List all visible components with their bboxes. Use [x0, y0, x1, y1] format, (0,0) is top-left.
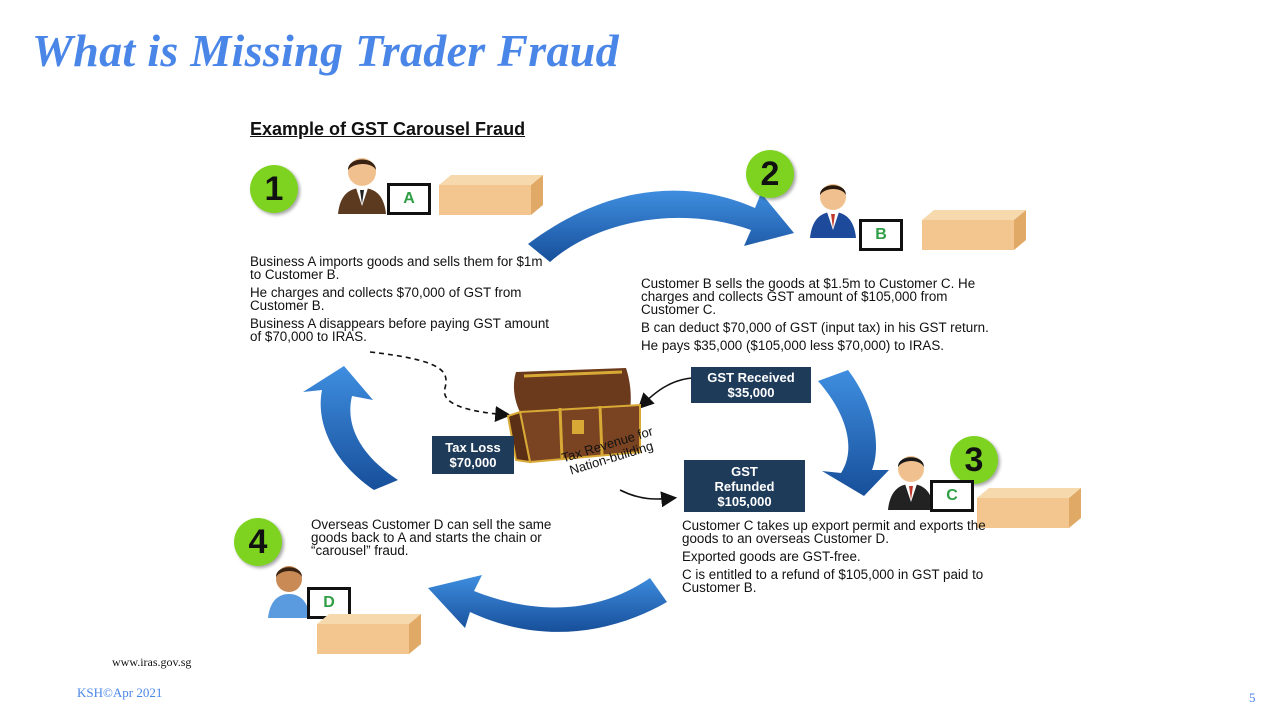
step-2-badge: 2	[746, 150, 794, 198]
source-url: www.iras.gov.sg	[112, 655, 192, 669]
tax-loss-box: Tax Loss $70,000	[432, 436, 514, 474]
copyright: KSH©Apr 2021	[77, 685, 163, 700]
gst-refunded-amount: $105,000	[717, 493, 772, 509]
page-number: 5	[1249, 690, 1256, 705]
step-4-text: Overseas Customer D can sell the same go…	[311, 518, 591, 562]
step-4-paragraph: Overseas Customer D can sell the same go…	[311, 517, 552, 558]
step-1-paragraph: Business A disappears before paying GST …	[250, 316, 549, 344]
step-4-badge: 4	[234, 518, 282, 566]
tax-loss-amount: $70,000	[449, 455, 497, 470]
goods-box-b-icon	[922, 210, 1026, 250]
dashed-arrow-to-chest	[369, 351, 512, 422]
customer-c-label: C	[930, 480, 974, 512]
step-2-paragraph: He pays $35,000 ($105,000 less $70,000) …	[641, 338, 944, 353]
gst-received-box: GST Received $35,000	[691, 367, 811, 403]
goods-box-a-icon	[439, 175, 543, 215]
flow-arrow-c-to-d	[428, 575, 667, 632]
tax-loss-label: Tax Loss	[445, 440, 501, 455]
step-2-text: Customer B sells the goods at $1.5m to C…	[641, 277, 1001, 357]
businessman-b-icon	[810, 184, 856, 238]
person-d-icon	[268, 566, 310, 618]
step-1-text: Business A imports goods and sells them …	[250, 255, 550, 348]
step-3-text: Customer C takes up export permit and ex…	[682, 519, 1002, 599]
step-3-paragraph: C is entitled to a refund of $105,000 in…	[682, 567, 984, 595]
flow-arrow-d-to-a	[303, 366, 398, 490]
step-3-paragraph: Exported goods are GST-free.	[682, 549, 861, 564]
gst-refunded-label: Refunded	[714, 478, 775, 494]
goods-box-c-icon	[977, 488, 1081, 528]
business-a-label: A	[387, 183, 431, 215]
gst-received-amount: $35,000	[727, 385, 775, 400]
step-1-paragraph: He charges and collects $70,000 of GST f…	[250, 285, 522, 313]
goods-box-d-icon	[317, 614, 421, 654]
flow-arrow-a-to-b	[528, 190, 794, 262]
step-3-badge: 3	[950, 436, 998, 484]
step-1-badge: 1	[250, 165, 298, 213]
slide-title: What is Missing Trader Fraud	[32, 25, 619, 76]
flow-arrow-b-to-c	[818, 370, 889, 496]
step-1-paragraph: Business A imports goods and sells them …	[250, 254, 543, 282]
diagram-subtitle: Example of GST Carousel Fraud	[250, 119, 526, 139]
step-2-paragraph: Customer B sells the goods at $1.5m to C…	[641, 276, 976, 317]
businessman-c-icon	[888, 456, 934, 510]
gst-refunded-label: GST	[731, 463, 758, 479]
customer-b-label: B	[859, 219, 903, 251]
gst-received-label: GST Received	[707, 370, 795, 385]
step-2-paragraph: B can deduct $70,000 of GST (input tax) …	[641, 320, 989, 335]
step-3-paragraph: Customer C takes up export permit and ex…	[682, 518, 986, 546]
treasure-chest-icon	[506, 368, 641, 464]
arrow-to-gst-refunded	[619, 489, 678, 508]
gst-refunded-box: GST Refunded $105,000	[684, 460, 805, 512]
arrow-gst-received-to-chest	[637, 377, 693, 410]
businessman-a-icon	[338, 158, 386, 214]
